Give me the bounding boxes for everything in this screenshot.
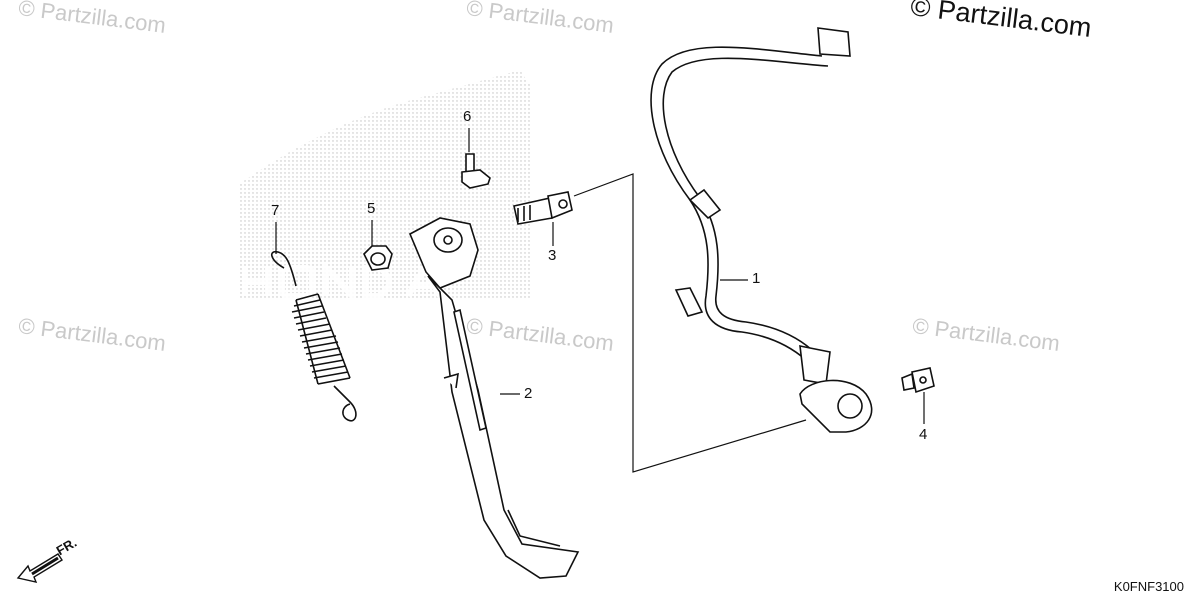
stopper-part	[461, 153, 491, 189]
callout-3: 3	[548, 247, 557, 264]
nut-part	[363, 245, 393, 271]
callout-5: 5	[367, 200, 376, 217]
leader-lines	[275, 128, 925, 473]
spring-part	[271, 250, 357, 422]
callout-1: 1	[752, 270, 761, 287]
callout-6: 6	[463, 108, 472, 125]
callout-2: 2	[524, 385, 533, 402]
bolt-small-part	[901, 367, 935, 394]
bolt-part	[513, 191, 573, 225]
callout-4: 4	[919, 426, 928, 443]
callout-7: 7	[271, 202, 280, 219]
switch-harness-part	[650, 27, 873, 433]
side-stand-part	[408, 217, 580, 579]
honda-outline	[242, 260, 443, 304]
front-arrow-icon	[16, 553, 63, 583]
diagram-code: K0FNF3100	[1113, 579, 1184, 594]
